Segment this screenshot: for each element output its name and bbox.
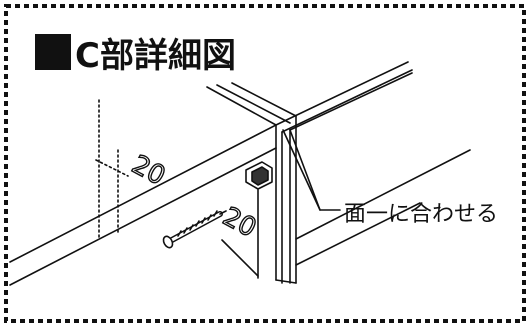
top-panel-edge-1 — [9, 124, 277, 263]
back-edge-2 — [216, 84, 291, 124]
back-edge-1 — [206, 86, 277, 126]
dashed-border — [4, 4, 526, 323]
side-panel-bottom — [275, 279, 297, 284]
upper-dimension-label: 20 — [127, 150, 170, 192]
black-square-icon — [35, 34, 71, 70]
figure-title-text: C部詳細図 — [75, 35, 236, 76]
lower-right-panel-2 — [295, 202, 421, 266]
bracket-face — [251, 166, 269, 186]
lower-dimension-label: 20 — [218, 202, 261, 244]
top-panel-right-edge-2 — [281, 69, 413, 133]
upper-dim-leader — [95, 159, 129, 177]
callout-leader-2 — [289, 129, 321, 211]
callout-label: 面一に合わせる — [344, 202, 499, 227]
callout-leader — [282, 129, 341, 211]
lower-right-panel-1 — [295, 149, 471, 240]
top-panel-edge-2 — [9, 147, 277, 286]
lower-dim-arrow-line — [221, 239, 259, 277]
top-panel-right-edge-1 — [275, 61, 409, 126]
figure-title: C部詳細図 — [35, 30, 236, 76]
back-edge-3 — [231, 82, 297, 117]
top-panel-right-edge-3 — [289, 72, 413, 131]
screw-icon — [162, 210, 227, 249]
